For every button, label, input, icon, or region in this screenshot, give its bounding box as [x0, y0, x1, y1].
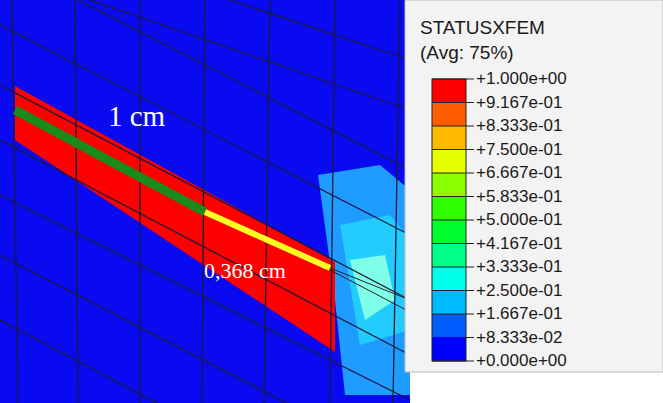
legend-value: +4.167e-01 [476, 234, 563, 254]
legend-swatch [432, 244, 466, 268]
legend-swatch [432, 267, 466, 291]
legend-value: +5.833e-01 [476, 187, 563, 207]
legend-swatch [432, 126, 466, 150]
legend-value: +8.333e-01 [476, 116, 563, 136]
legend-subtitle: (Avg: 75%) [420, 42, 514, 64]
legend-value: +7.500e-01 [476, 140, 563, 160]
legend-swatch [432, 150, 466, 174]
legend-value: +3.333e-01 [476, 257, 563, 277]
legend-swatch [432, 103, 466, 127]
legend-swatch [432, 314, 466, 338]
legend-value: +9.167e-01 [476, 93, 563, 113]
legend-value: +8.333e-02 [476, 328, 563, 348]
legend-value: +6.667e-01 [476, 163, 563, 183]
legend-value: +2.500e-01 [476, 281, 563, 301]
dimension-label: 0,368 cm [204, 258, 286, 284]
legend-swatch [432, 220, 466, 244]
legend-swatch [432, 291, 466, 315]
legend-value: +1.667e-01 [476, 304, 563, 324]
legend-value: +1.000e+00 [476, 69, 567, 89]
legend-swatch [432, 197, 466, 221]
legend-swatch [432, 338, 466, 362]
legend-title: STATUSXFEM [420, 17, 545, 39]
legend-swatch [432, 173, 466, 197]
dimension-label: 1 cm [108, 100, 165, 133]
legend-value: +5.000e-01 [476, 210, 563, 230]
legend-value: +0.000e+00 [476, 351, 567, 371]
legend-swatch [432, 79, 466, 103]
